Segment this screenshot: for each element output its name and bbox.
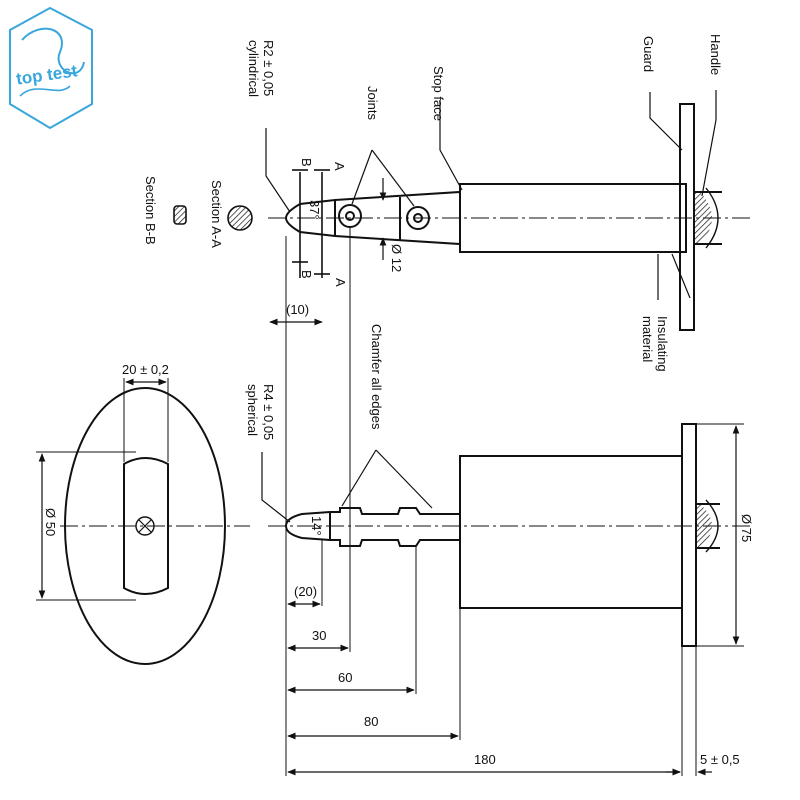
- label-angle-37: 37°: [307, 200, 322, 220]
- label-dim-20-tol: 20 ± 0,2: [122, 362, 169, 377]
- guard-leader: [649, 92, 683, 151]
- label-r2-line2: cylindrical: [246, 40, 261, 97]
- chamfer-leader-2: [375, 449, 433, 509]
- joints-leader-2: [371, 149, 415, 207]
- label-sec-a-bottom: A: [333, 278, 348, 287]
- logo-text: top test: [15, 61, 79, 88]
- label-sec-a-top: A: [332, 162, 347, 171]
- label-dia-12: Ø 12: [389, 244, 404, 272]
- top-test-logo: top test: [9, 6, 93, 130]
- label-r4-line1: R4 ± 0,05: [261, 384, 276, 440]
- label-sec-b-bottom: B: [299, 270, 314, 279]
- label-dim-180: 180: [474, 752, 496, 767]
- handle-hatch-upper: [694, 192, 712, 244]
- label-handle: Handle: [708, 34, 723, 75]
- r4-leader: [261, 452, 291, 523]
- label-insulating-2: material: [640, 316, 655, 362]
- label-section-aa: Section A-A: [209, 180, 224, 248]
- label-angle-14: 14°: [309, 516, 324, 536]
- label-dim-20-ref: (20): [294, 584, 317, 599]
- section-marks: [292, 169, 330, 278]
- label-dia-50: Ø 50: [43, 508, 58, 536]
- label-r2-line1: R2 ± 0,05: [261, 40, 276, 96]
- label-r4-line2: spherical: [245, 384, 260, 436]
- extension-lines: [285, 228, 697, 776]
- handle-leader: [701, 90, 717, 197]
- lower-plan-view: [268, 423, 750, 647]
- section-aa: [227, 205, 253, 231]
- label-stop-face: Stop face: [431, 66, 446, 121]
- label-dia-75: Ø 75: [739, 514, 754, 542]
- label-dim-30: 30: [312, 628, 326, 643]
- label-dim-60: 60: [338, 670, 352, 685]
- joints-leader-1: [351, 149, 373, 205]
- label-insulating-1: Insulating: [655, 316, 670, 372]
- label-dim-80: 80: [364, 714, 378, 729]
- stop-face-leader: [439, 100, 463, 191]
- label-dim-5: 5 ± 0,5: [700, 752, 740, 767]
- section-bb: [173, 205, 187, 225]
- label-dim-10: (10): [286, 302, 309, 317]
- handle-hatch-lower: [696, 504, 712, 548]
- label-section-bb: Section B-B: [143, 176, 158, 245]
- r2-leader: [265, 128, 291, 213]
- label-guard: Guard: [641, 36, 656, 72]
- label-sec-b-top: B: [299, 158, 314, 167]
- label-joints: Joints: [365, 86, 380, 120]
- label-chamfer: Chamfer all edges: [369, 324, 384, 430]
- chamfer-leader-1: [341, 449, 377, 507]
- insulating-leader: [657, 253, 691, 300]
- upper-side-view: [268, 103, 750, 331]
